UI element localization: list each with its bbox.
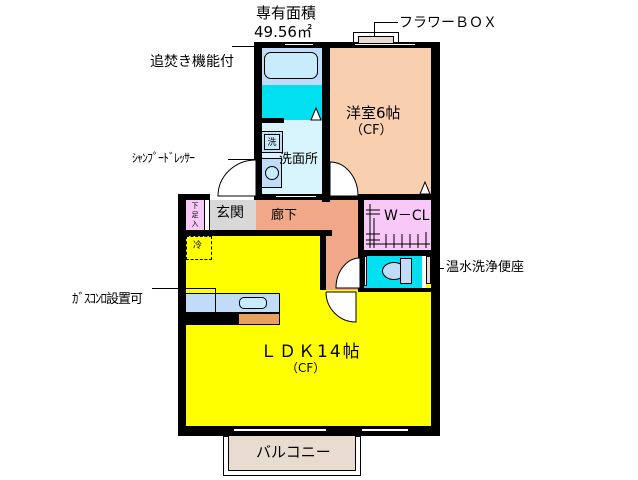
door-swing — [335, 257, 361, 289]
ldk — [186, 236, 325, 426]
area-label: 専有面積 — [256, 4, 317, 22]
western-room-label: 洋室6帖 — [346, 104, 401, 122]
shoe-box — [186, 200, 204, 232]
window — [234, 428, 326, 433]
gas-stove-label: ｶﾞｽｺﾝﾛ設置可 — [72, 292, 143, 307]
balcony — [228, 436, 356, 471]
vanity-basin — [265, 166, 279, 180]
area-value: 49.56㎡ — [254, 23, 312, 41]
wall — [431, 42, 440, 436]
wall — [320, 230, 326, 290]
washroom-label: 洗面所 — [279, 152, 319, 167]
wall — [322, 42, 330, 202]
wall — [254, 42, 440, 48]
walk-in-closet — [364, 200, 431, 252]
closet-hanger-pattern — [366, 204, 430, 248]
western-room-floor: （CF） — [350, 123, 393, 138]
flower-box-inner — [358, 36, 394, 43]
fridge-space — [186, 236, 212, 260]
flower-box-label: フラワーＢＯＸ — [399, 15, 497, 31]
toilet-shelf — [426, 256, 431, 284]
leader-line — [374, 22, 398, 23]
kitchen-base — [186, 313, 238, 325]
kitchen-sink — [239, 297, 267, 309]
reheat-label: 追焚き機能付 — [150, 54, 234, 70]
kitchen-cabinet — [238, 313, 280, 325]
shoe-box-label: 下足入 — [191, 202, 199, 228]
toilet-yellow-strip — [426, 284, 431, 288]
door-swing — [217, 159, 257, 197]
washlet-label: 温水洗浄便座 — [446, 260, 525, 275]
wcl-label: W－CL — [384, 208, 430, 224]
leader-line — [215, 288, 216, 313]
entrance — [210, 200, 256, 233]
bathroom — [262, 85, 322, 120]
wall — [262, 118, 284, 123]
shampoo-dresser-label: ｼｬﾝﾌﾟｰﾄﾞﾚｯｻｰ — [132, 151, 195, 165]
door-swing — [325, 291, 357, 323]
toilet-tank — [400, 258, 412, 284]
hallway-label: 廊下 — [271, 208, 298, 223]
wall — [254, 42, 262, 196]
ldk-floor: （CF） — [286, 361, 326, 375]
wall — [254, 194, 440, 200]
window — [276, 195, 316, 199]
up-arrow-icon — [310, 106, 322, 121]
wall — [358, 288, 440, 292]
gas-stove-area — [186, 288, 216, 313]
entrance-step — [204, 200, 210, 230]
leader-line — [432, 268, 444, 269]
bathtub — [264, 52, 318, 79]
balcony-label: バルコニー — [256, 443, 331, 461]
ldk-label: ＬＤＫ14帖 — [260, 342, 362, 362]
up-arrow-icon — [419, 180, 431, 195]
fridge-label: 冷 — [193, 241, 203, 251]
wall — [358, 250, 440, 256]
leader-line — [374, 22, 375, 36]
wall — [178, 230, 332, 236]
wall — [178, 194, 186, 436]
toilet-door — [364, 256, 367, 286]
wall — [358, 194, 364, 292]
window — [362, 428, 408, 433]
window — [355, 43, 415, 47]
leader-line — [152, 288, 216, 289]
door-swing — [329, 161, 359, 197]
window — [285, 43, 313, 47]
leader-line — [232, 46, 254, 47]
wall — [178, 194, 210, 200]
entrance-label: 玄関 — [216, 205, 244, 221]
leader-line — [228, 159, 262, 160]
washing-machine-inner: 洗 — [264, 134, 280, 150]
